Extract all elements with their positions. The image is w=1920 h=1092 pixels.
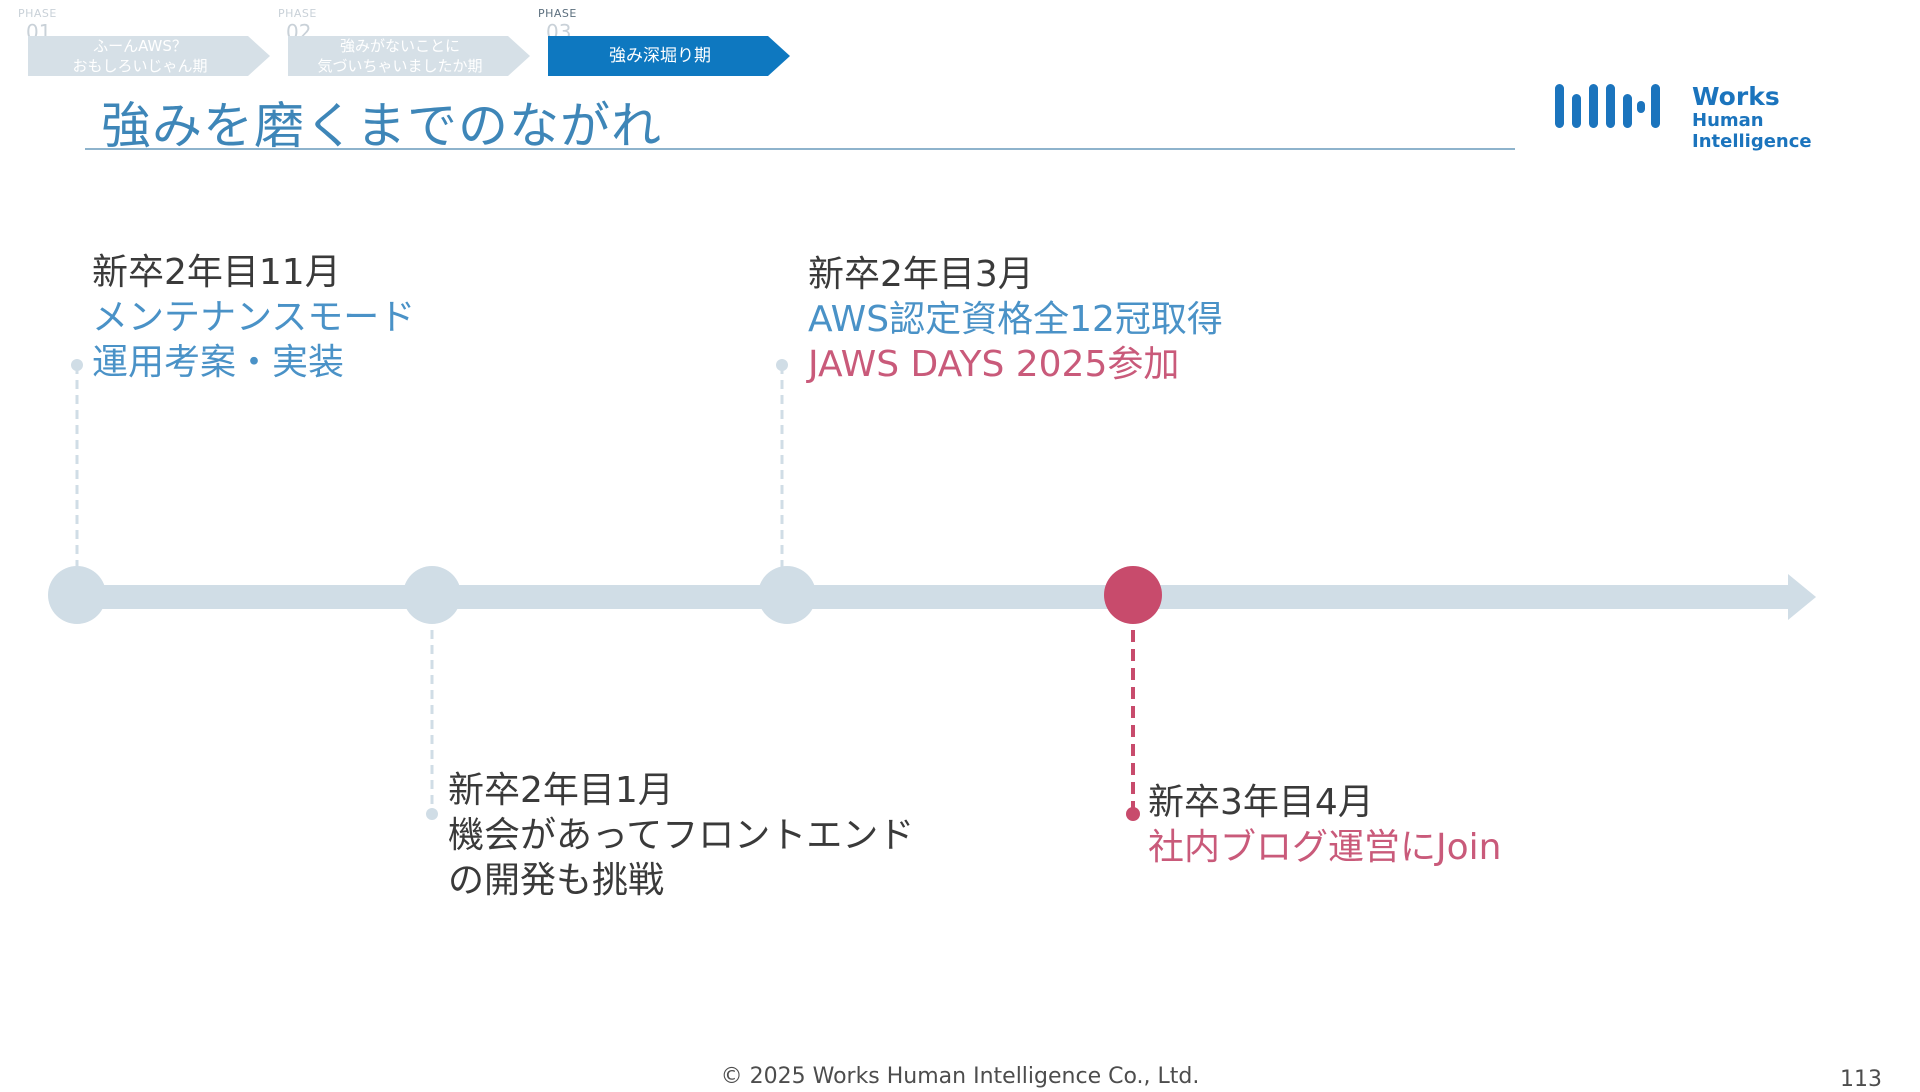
timeline-track bbox=[90, 585, 1790, 609]
title-underline bbox=[85, 148, 1515, 150]
company-logo: Works Human Intelligence bbox=[1555, 82, 1875, 152]
connector-dot-2 bbox=[426, 808, 438, 820]
event-2: 新卒2年目1月 機会があってフロントエンド の開発も挑戦 bbox=[448, 768, 914, 903]
event-detail: JAWS DAYS 2025参加 bbox=[808, 344, 1180, 385]
logo-bars-icon bbox=[1555, 84, 1660, 128]
event-detail: 機会があってフロントエンド bbox=[448, 815, 915, 856]
timeline-arrowhead bbox=[1788, 574, 1816, 620]
phase-label: PHASE bbox=[538, 7, 577, 20]
event-detail: の開発も挑戦 bbox=[448, 860, 665, 901]
event-1: 新卒2年目11月 メンテナンスモード 運用考案・実装 bbox=[92, 250, 415, 385]
copyright: © 2025 Works Human Intelligence Co., Ltd… bbox=[720, 1064, 1200, 1089]
event-4: 新卒3年目4月 社内ブログ運営にJoin bbox=[1148, 780, 1501, 870]
event-3: 新卒2年目3月 AWS認定資格全12冠取得 JAWS DAYS 2025参加 bbox=[808, 252, 1223, 387]
event-date: 新卒2年目3月 bbox=[808, 254, 1034, 295]
timeline-node-4-current[interactable] bbox=[1104, 566, 1162, 624]
event-detail: 運用考案・実装 bbox=[92, 342, 345, 383]
timeline-node-3[interactable] bbox=[758, 566, 816, 624]
event-detail: メンテナンスモード bbox=[92, 297, 416, 338]
event-date: 新卒2年目1月 bbox=[448, 770, 674, 811]
phase-chevron[interactable]: ふーんAWS？ おもしろいじゃん期 bbox=[28, 36, 270, 76]
logo-text-works: Works bbox=[1692, 82, 1780, 111]
connector-dot-1 bbox=[71, 359, 83, 371]
event-date: 新卒2年目11月 bbox=[92, 252, 341, 293]
connector-dot-3 bbox=[776, 359, 788, 371]
phase-chevron[interactable]: 強みがないことに 気づいちゃいましたか期 bbox=[288, 36, 530, 76]
page-title: 強みを磨くまでのながれ bbox=[101, 97, 662, 155]
phase-label: PHASE bbox=[18, 7, 57, 20]
event-date: 新卒3年目4月 bbox=[1148, 782, 1374, 823]
connector-dot-4 bbox=[1126, 807, 1140, 821]
phase-chevron-active[interactable]: 強み深堀り期 bbox=[548, 36, 790, 76]
logo-text-subtitle: Human Intelligence bbox=[1692, 110, 1812, 152]
event-detail: AWS認定資格全12冠取得 bbox=[808, 299, 1223, 340]
phase-label: PHASE bbox=[278, 7, 317, 20]
timeline-node-2[interactable] bbox=[403, 566, 461, 624]
event-detail: 社内ブログ運営にJoin bbox=[1148, 827, 1502, 868]
timeline-node-1[interactable] bbox=[48, 566, 106, 624]
